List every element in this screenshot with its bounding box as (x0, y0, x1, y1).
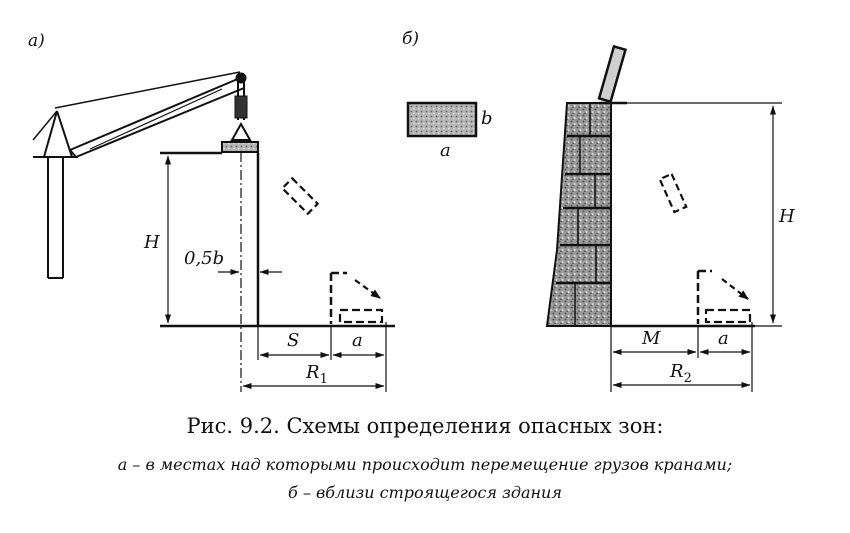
label-a-left: a (352, 330, 363, 351)
falling-load-a (280, 176, 320, 216)
label-R2: R2 (669, 361, 692, 386)
caption-line-b: б – вблизи строящегося здания (288, 483, 562, 502)
label-S: S (287, 330, 299, 351)
fall-zone-a (329, 271, 384, 324)
label-M: M (641, 328, 661, 349)
building-outline-a (160, 151, 395, 392)
label-half-b: 0,5b (184, 248, 224, 269)
label-part-b: б) (402, 29, 419, 49)
label-H-left: H (143, 232, 160, 253)
label-part-a: а) (28, 31, 45, 51)
dimensions-bottom-b (610, 322, 753, 392)
caption-title: Рис. 9.2. Схемы определения опасных зон: (186, 414, 664, 438)
label-load-b: b (481, 108, 493, 129)
wall-post (597, 44, 628, 104)
label-a-right: a (718, 328, 729, 349)
label-R1: R1 (305, 362, 328, 387)
label-H-right: H (778, 206, 795, 227)
label-load-a: a (440, 140, 451, 161)
caption-line-a: а – в местах над которыми происходит пер… (117, 455, 733, 474)
crane (32, 71, 259, 279)
building-wall (545, 102, 612, 327)
dimension-H-right (627, 102, 782, 327)
fall-zone-b (696, 269, 752, 324)
load-block (406, 101, 478, 138)
falling-load-b (658, 172, 688, 214)
dimensions-bottom-a (242, 322, 387, 392)
